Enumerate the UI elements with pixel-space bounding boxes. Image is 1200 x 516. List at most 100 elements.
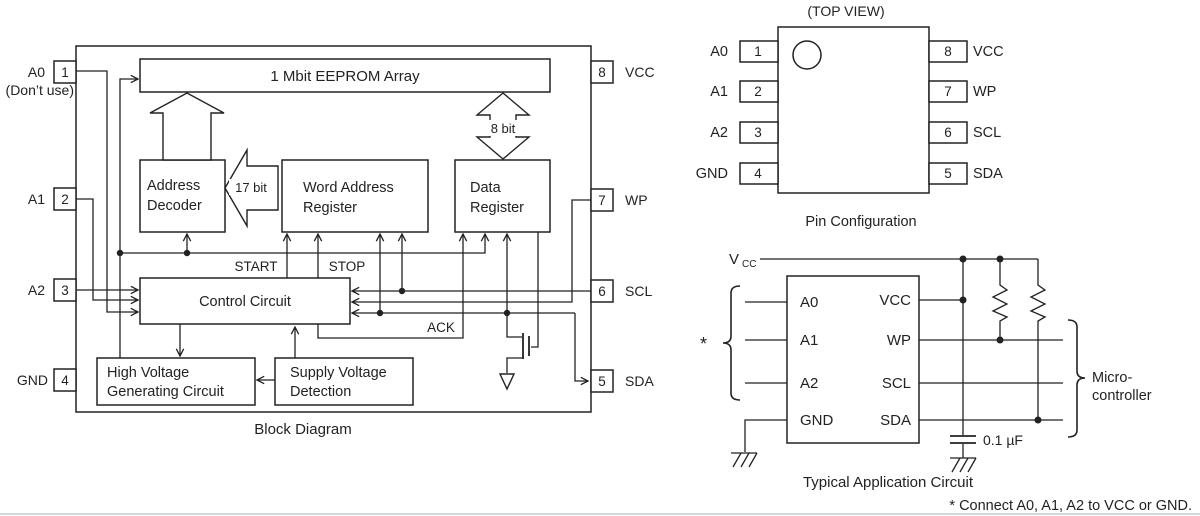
supply-voltage-label-line2: Detection — [290, 384, 351, 400]
label-mask — [485, 120, 521, 136]
chip-pin-wp: WP — [887, 332, 911, 349]
pin-label-a2: A2 — [710, 125, 728, 141]
pin-number: 4 — [754, 166, 762, 181]
pin-label-wp: WP — [625, 192, 648, 208]
bus-arrows: 8 bit 17 bit — [149, 92, 531, 229]
pin-number: 3 — [61, 283, 69, 298]
output-transistor — [498, 333, 530, 391]
block-diagram-junctions — [116, 249, 511, 317]
chip-pin-sda: SDA — [880, 412, 911, 429]
pin-label-sda: SDA — [973, 166, 1003, 182]
pin-config-left-pins: 1 2 3 4 A0 A1 A2 GND — [696, 40, 779, 185]
pin-number: 5 — [944, 166, 952, 181]
pin-number: 4 — [61, 373, 69, 388]
pin-label-vcc: VCC — [973, 44, 1004, 60]
decoupling-capacitor — [950, 435, 976, 444]
high-voltage-box — [96, 357, 256, 406]
eeprom-array-label: 1 Mbit EEPROM Array — [270, 68, 420, 85]
pin-box-8 — [928, 40, 968, 63]
word-address-register-label-line2: Register — [303, 200, 357, 216]
data-register-label-line1: Data — [470, 180, 502, 196]
address-decoder-label-line2: Decoder — [147, 198, 202, 214]
control-circuit-box — [139, 277, 351, 325]
pin-box-8 — [590, 60, 614, 84]
pin-box-1 — [53, 60, 77, 84]
pin-number: 8 — [598, 65, 606, 80]
footnote: * Connect A0, A1, A2 to VCC or GND. — [949, 498, 1192, 514]
pin-number: 3 — [754, 125, 762, 140]
chip-pin-a2: A2 — [800, 375, 818, 392]
pullup-resistor-wp — [991, 259, 1009, 340]
pin-number: 2 — [61, 192, 69, 207]
microcontroller-brace — [1067, 319, 1086, 438]
chip-pin-gnd: GND — [800, 412, 834, 429]
stop-label: STOP — [329, 259, 366, 274]
pin-number: 6 — [944, 125, 952, 140]
bus-width-8bit-label: 8 bit — [491, 121, 516, 136]
application-circuit-junctions — [959, 255, 1042, 424]
pin-box-5 — [590, 369, 614, 393]
supply-voltage-box — [274, 357, 414, 406]
pin-configuration: (TOP VIEW) 1 2 3 4 A0 A1 A2 GND 8 7 6 5 — [696, 3, 1004, 230]
microcontroller-label-line2: controller — [1092, 388, 1152, 404]
control-circuit-label: Control Circuit — [199, 294, 291, 310]
word-address-register-box — [281, 159, 429, 233]
address-decoder-label-line1: Address — [147, 178, 200, 194]
pin-number: 1 — [754, 44, 762, 59]
pin-box-2 — [739, 80, 779, 103]
pin-box-3 — [739, 121, 779, 144]
pin-number: 5 — [598, 374, 606, 389]
pin-note-dont-use: (Don’t use) — [6, 82, 74, 98]
pin-label-a0: A0 — [28, 64, 45, 80]
pin-number: 2 — [754, 84, 762, 99]
pin-box-4 — [739, 162, 779, 185]
eeprom-array-box — [139, 58, 551, 93]
pin-box-1 — [739, 40, 779, 63]
package-body — [777, 26, 930, 194]
block-diagram-right-pins: 8 7 6 5 VCC WP SCL SDA — [590, 60, 655, 393]
pin-label-wp: WP — [973, 84, 996, 100]
pin-box-5 — [928, 162, 968, 185]
vcc-rail-label-sub: CC — [742, 259, 756, 270]
chip-pin-a0: A0 — [800, 294, 818, 311]
chip-pin-a1: A1 — [800, 332, 818, 349]
pin-number: 1 — [61, 65, 69, 80]
pin-label-scl: SCL — [625, 283, 652, 299]
address-decoder-box — [139, 159, 226, 233]
capacitor-value-label: 0.1 µF — [983, 432, 1023, 448]
block-diagram-caption: Block Diagram — [254, 421, 352, 438]
pin-label-vcc: VCC — [625, 64, 655, 80]
data-register-label-line2: Register — [470, 200, 524, 216]
pin-number: 8 — [944, 44, 952, 59]
pin1-indicator-circle — [792, 40, 822, 70]
label-mask — [229, 179, 272, 195]
data-register-box — [454, 159, 551, 233]
pin-box-4 — [53, 368, 77, 392]
top-view-label: (TOP VIEW) — [807, 3, 884, 19]
pullup-resistor-sda — [1029, 259, 1047, 420]
pin-label-scl: SCL — [973, 125, 1001, 141]
pin-label-gnd: GND — [696, 166, 728, 182]
microcontroller-label-line1: Micro- — [1092, 370, 1132, 386]
asterisk-marker: * — [700, 334, 707, 354]
address-pins-brace — [722, 285, 741, 401]
ground-symbol-gnd-pin — [731, 452, 758, 468]
high-voltage-label-line2: Generating Circuit — [107, 384, 224, 400]
address-bus-arrow-up — [149, 92, 225, 161]
pin-config-right-pins: 8 7 6 5 VCC WP SCL SDA — [928, 40, 1004, 185]
pin-label-a0: A0 — [710, 44, 728, 60]
pin-number: 7 — [944, 84, 952, 99]
mosfet-source-lead — [506, 357, 523, 373]
vcc-rail-label: V — [729, 251, 739, 268]
high-voltage-label-line1: High Voltage — [107, 365, 189, 381]
pin-label-gnd: GND — [17, 372, 48, 388]
block-diagram: 1 2 3 4 A0 (Don’t use) A1 A2 GND 8 7 6 5… — [6, 45, 655, 438]
pin-number: 7 — [598, 193, 606, 208]
pin-configuration-caption: Pin Configuration — [805, 214, 916, 230]
pin-box-6 — [928, 121, 968, 144]
application-circuit-caption: Typical Application Circuit — [803, 474, 974, 491]
pin-box-3 — [53, 278, 77, 302]
start-label: START — [234, 259, 277, 274]
supply-voltage-label-line1: Supply Voltage — [290, 365, 387, 381]
